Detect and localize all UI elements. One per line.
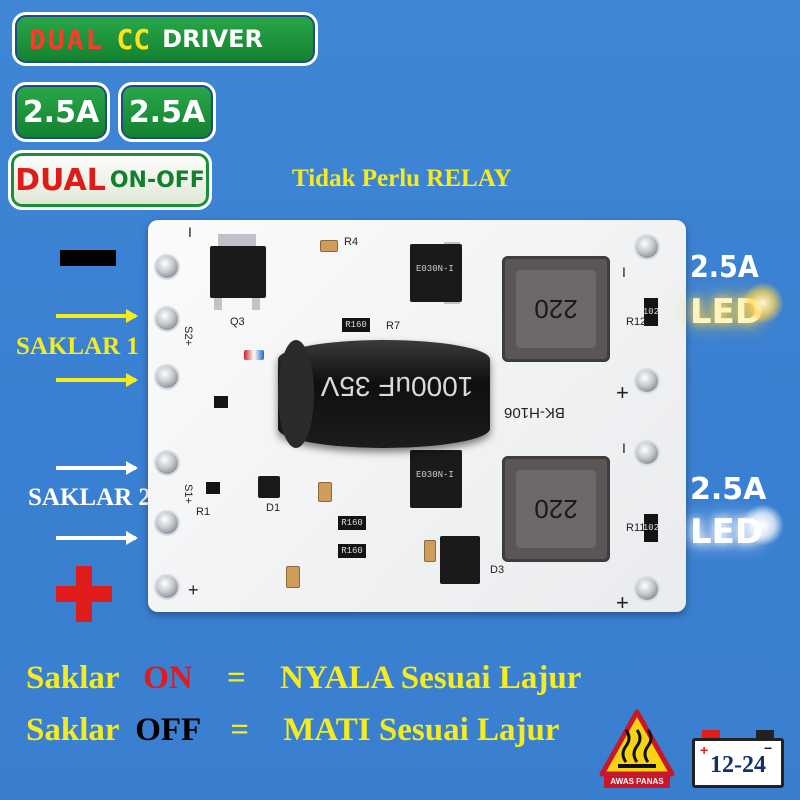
warning-label: AWAS PANAS	[610, 777, 664, 786]
legend-off-eq: =	[230, 712, 250, 748]
regulator-top	[210, 246, 266, 298]
title-cc: CC	[116, 22, 151, 56]
pcb-board: E030N-I E030N-I 220 220 R160 R160 R160 1…	[148, 220, 686, 615]
capacitor-c1	[286, 566, 300, 588]
silk-model: BK-H106	[504, 404, 565, 421]
inductor-top: 220	[502, 256, 610, 362]
onoff-dual: DUAL	[15, 162, 106, 198]
legend-on-result: NYALA Sesuai Lajur	[280, 660, 582, 696]
pad-right-3	[636, 442, 658, 464]
mosfet-bottom: E030N-I	[410, 450, 462, 508]
pad-left-5	[156, 512, 178, 534]
pad-left-4	[156, 452, 178, 474]
diode-d3	[440, 536, 480, 584]
legend-on-line: Saklar ON = NYALA Sesuai Lajur	[26, 660, 581, 697]
led1-current: 2.5A	[690, 250, 759, 285]
legend-off-prefix: Saklar	[26, 712, 119, 748]
inductor-bottom: 220	[502, 456, 610, 562]
legend-on-eq: =	[226, 660, 246, 696]
onoff-text: ON-OFF	[109, 167, 205, 193]
pad-right-2	[636, 370, 658, 392]
mosfet-top-label: E030N-I	[416, 264, 454, 274]
battery-icon: + − 12-24	[692, 730, 784, 788]
resistor-r1	[206, 482, 220, 494]
saklar2-label: SAKLAR 2	[28, 484, 151, 511]
current-badge-2: 2.5A	[118, 82, 216, 142]
mosfet-top: E030N-I	[410, 244, 462, 302]
inductor-top-label: 220	[534, 294, 578, 325]
resistor-r2	[214, 396, 228, 408]
led1-glow-icon	[742, 282, 784, 324]
current-badge-1: 2.5A	[12, 82, 110, 142]
diode-d1	[258, 476, 280, 498]
led2-glow-icon	[742, 504, 784, 546]
resistor-r160-1: R160	[342, 318, 370, 332]
saklar1-label: SAKLAR 1	[16, 333, 139, 360]
legend-off-result: MATI Sesuai Lajur	[283, 712, 560, 748]
resistor-r160-3: R160	[338, 544, 366, 558]
title-driver: DRIVER	[162, 25, 263, 53]
electrolytic-capacitor: 1000uF 35V	[278, 340, 490, 448]
resistor-r12: 102	[643, 298, 659, 326]
pad-left-6	[156, 576, 178, 598]
pad-right-4	[636, 578, 658, 600]
regulator-top-tab	[218, 234, 256, 248]
voltage-label: 12-24	[710, 752, 766, 778]
current-badge-1-text: 2.5A	[22, 94, 100, 130]
minus-symbol	[60, 250, 116, 266]
silk-s1: S1+	[181, 484, 194, 504]
resistor-r160-2: R160	[338, 516, 366, 530]
inductor-bottom-label: 220	[534, 494, 578, 525]
saklar1-arrow-bottom	[56, 373, 138, 387]
capacitor-c4	[320, 240, 338, 252]
capacitor-label: 1000uF 35V	[320, 371, 474, 402]
headline: Tidak Perlu RELAY	[292, 165, 512, 192]
plus-symbol	[56, 566, 112, 622]
capacitor-c3	[318, 482, 332, 502]
title-dual: DUAL	[29, 22, 105, 56]
led-indicator	[244, 350, 264, 360]
led2-current: 2.5A	[690, 472, 767, 507]
mosfet-bottom-label: E030N-I	[416, 470, 454, 480]
saklar1-arrow-top	[56, 309, 138, 323]
legend-on-prefix: Saklar	[26, 660, 119, 696]
capacitor-c7	[424, 540, 436, 562]
pad-left-1	[156, 256, 178, 278]
onoff-badge: DUAL ON-OFF	[8, 150, 212, 210]
legend-on-state: ON	[143, 660, 193, 696]
saklar2-arrow-top	[56, 461, 138, 475]
current-badge-2-text: 2.5A	[128, 94, 206, 130]
resistor-r11: 102	[643, 514, 659, 542]
pad-left-2	[156, 308, 178, 330]
silk-s2: S2+	[181, 326, 194, 346]
title-badge: DUAL CC DRIVER	[12, 12, 318, 66]
pad-right-1	[636, 236, 658, 258]
legend-off-state: OFF	[135, 712, 200, 748]
legend-off-line: Saklar OFF = MATI Sesuai Lajur	[26, 712, 560, 749]
saklar2-arrow-bottom	[56, 531, 138, 545]
pad-left-3	[156, 366, 178, 388]
hot-warning-icon: AWAS PANAS	[598, 708, 676, 790]
